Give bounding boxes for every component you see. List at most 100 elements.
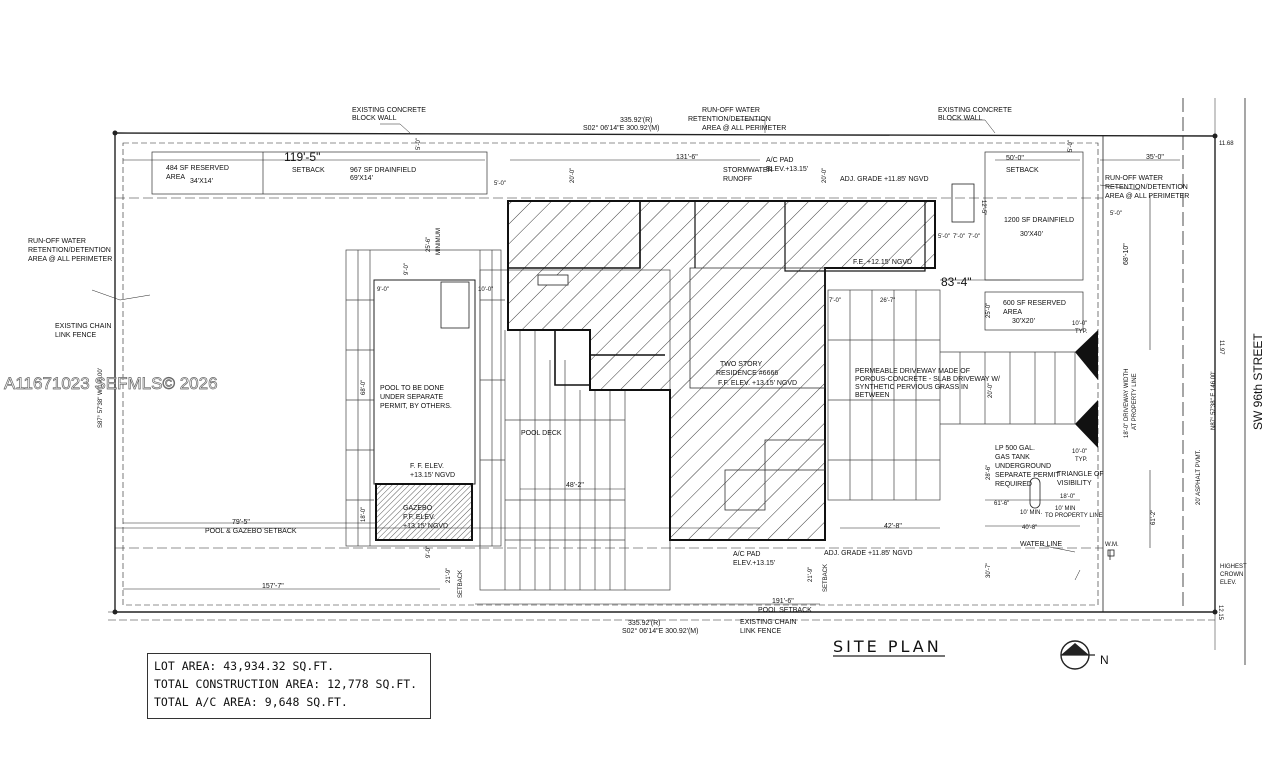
dim-119-5: 119'-5"	[284, 150, 320, 164]
dim-61-2: 61'-2"	[1151, 510, 1157, 525]
dim-9-0-c: 9'-0"	[426, 546, 432, 558]
corner-elev: 11.68	[1219, 141, 1234, 147]
adj-grade-bottom: ADJ. GRADE +11.85' NGVD	[824, 550, 913, 557]
min-label-2: 10' MIN	[1055, 506, 1075, 512]
construction-area-line: TOTAL CONSTRUCTION AREA: 12,778 SQ.FT.	[154, 677, 418, 691]
fence-bottom-2: LINK FENCE	[740, 628, 782, 635]
adj-grade-top: ADJ. GRADE +11.85' NGVD	[840, 176, 929, 183]
bearing-top-r: 335.92'(R)	[620, 117, 652, 124]
north-arrow-icon	[1060, 640, 1095, 670]
ff-elev-pool: F. F. ELEV.	[410, 463, 444, 470]
gazebo-label: GAZEBO	[403, 505, 433, 512]
bearing-bottom-m: S02° 06'14"E 300.92'(M)	[622, 627, 698, 635]
elev-right-2: 12.15	[1217, 605, 1223, 621]
dim-42-8: 42'-8"	[884, 523, 902, 530]
min-label-1: 10' MIN.	[1020, 510, 1042, 516]
dim-5-0-d: 5'-0"	[1110, 211, 1122, 217]
ac-pad-top-2: ELEV.+13.15'	[766, 166, 808, 173]
typ-label-2: TYP.	[1075, 457, 1088, 463]
dim-68-0: 68'-0"	[361, 380, 367, 395]
fence-left: EXISTING CHAIN	[55, 323, 111, 330]
dim-9-0-b: 9'-0"	[377, 287, 389, 293]
stormwater-label-2: RUNOFF	[723, 176, 752, 183]
pool	[373, 279, 476, 485]
wall-right-label-2: BLOCK WALL	[938, 115, 983, 122]
top-drainfield-areas	[151, 151, 1084, 331]
gas-tank-note: LP 500 GAL.	[995, 445, 1035, 452]
reserved-600-2: AREA	[1003, 309, 1022, 316]
driveway-apron	[1075, 330, 1098, 448]
pool-gazebo-setback: POOL & GAZEBO SETBACK	[205, 528, 297, 535]
dim-40-8: 40'-8"	[1022, 525, 1037, 531]
lot-area-line: LOT AREA: 43,934.32 SQ.FT.	[154, 659, 335, 673]
setback-bottom-2: SETBACK	[823, 564, 829, 592]
dim-18-0-b: 18'-0"	[361, 507, 367, 522]
street-name: SW 96th STREET	[1251, 333, 1265, 430]
dim-9-0-a: 9'-0"	[404, 263, 410, 275]
dim-5-0-b: 5'-0"	[494, 181, 506, 187]
runoff-left-2: RETENTION/DETENTION	[28, 247, 111, 254]
elev-right-1: 11.97	[1218, 340, 1224, 355]
minimum-label: MINIMUM	[436, 228, 442, 255]
bearing-bottom-r: 335.92'(R)	[628, 620, 660, 627]
drainfield-1200: 1200 SF DRAINFIELD	[1004, 217, 1074, 224]
wall-left-label: EXISTING CONCRETE	[352, 107, 426, 114]
pool-deck-label: POOL DECK	[521, 430, 562, 437]
gazebo-label-3: +13.15' NGVD	[403, 523, 448, 530]
dim-35-0: 35'-0"	[1146, 154, 1164, 161]
north-label: N	[1100, 653, 1109, 667]
dim-68-10: 68'-10"	[1123, 243, 1130, 265]
gas-tank-note-5: REQUIRED	[995, 481, 1032, 488]
residence-footprint	[507, 200, 936, 541]
utility-symbols	[951, 183, 1115, 560]
driveway-note-4: BETWEEN	[855, 392, 890, 399]
dim-79-5: 79'-5"	[232, 519, 250, 526]
leader-lines	[91, 119, 1141, 581]
wall-right-label: EXISTING CONCRETE	[938, 107, 1012, 114]
gazebo-label-2: F.F. ELEV.	[403, 514, 435, 521]
runoff-left: RUN-OFF WATER	[28, 238, 86, 245]
fence-bottom: EXISTING CHAIN	[740, 619, 796, 626]
runoff-top: RUN-OFF WATER	[702, 107, 760, 114]
gazebo	[375, 483, 473, 541]
fe-elev: F.E. +12.15' NGVD	[853, 259, 912, 266]
water-meter-label: W.M.	[1105, 542, 1119, 548]
driveway	[827, 289, 1076, 501]
setback-right: SETBACK	[1006, 167, 1039, 174]
dim-20-0-top: 20'-0"	[570, 168, 576, 183]
reserved-484-3: 34'X14'	[190, 178, 213, 185]
dim-21-9-b: 21'-9"	[808, 567, 814, 582]
drainfield-967: 967 SF DRAINFIELD	[350, 167, 416, 174]
runoff-right-3: AREA @ ALL PERIMETER	[1105, 193, 1189, 200]
dim-26-7: 26'-7"	[880, 298, 895, 304]
crown-label: HIGHEST	[1220, 564, 1247, 570]
setback-bottom-1: SETBACK	[458, 570, 464, 598]
dim-25-6: 25'-6"	[426, 237, 432, 252]
driveway-width: 18'-0" DRIVEWAY WIDTH	[1124, 368, 1130, 438]
lot-area-summary: LOT AREA: 43,934.32 SQ.FT. TOTAL CONSTRU…	[147, 653, 431, 719]
reserved-600: 600 SF RESERVED	[1003, 300, 1066, 307]
dim-191-6: 191'-6"	[772, 598, 794, 605]
dim-83-4: 83'-4"	[941, 275, 972, 289]
dim-5-0-a: 5'-0"	[416, 138, 422, 150]
plan-title: SITE PLAN	[833, 637, 942, 656]
runoff-right: RUN-OFF WATER	[1105, 175, 1163, 182]
gas-tank-note-3: UNDERGROUND	[995, 463, 1051, 470]
setback-top-left: SETBACK	[292, 167, 325, 174]
dim-5-0-c: 5'-0"	[1068, 140, 1074, 152]
typ-label-1: TYP.	[1075, 329, 1088, 335]
residence-label-2: RESIDENCE #6666	[716, 370, 778, 377]
dimension-lines	[123, 159, 1180, 605]
driveway-note: PERMEABLE DRIVEWAY MADE OF	[855, 368, 970, 375]
dim-20-0-mid: 20'-0"	[988, 383, 994, 398]
runoff-left-3: AREA @ ALL PERIMETER	[28, 256, 112, 263]
dim-7-0-a: 7'-0"	[953, 234, 965, 240]
residence-label-3: F.F. ELEV. +13.15' NGVD	[718, 380, 797, 387]
min-label-3: TO PROPERTY LINE	[1045, 513, 1103, 519]
dim-25-0: 25'-0"	[986, 303, 992, 318]
dim-50-0: 50'-0"	[1006, 155, 1024, 162]
bearing-right: N87° 57'38" E 146.00'	[1211, 371, 1217, 430]
dim-10-0-b: 10'-0"	[1072, 321, 1087, 327]
boundary-corners	[112, 130, 1218, 615]
